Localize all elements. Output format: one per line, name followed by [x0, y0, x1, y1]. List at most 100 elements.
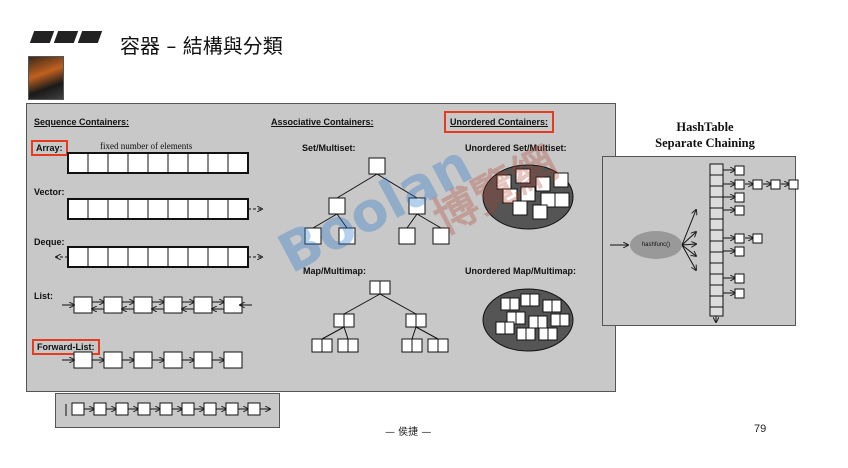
- chain-node: [734, 165, 745, 176]
- map-node-value: [347, 338, 359, 353]
- unordered-map-key: [542, 299, 553, 313]
- hashtable-bucket-array: [709, 163, 724, 317]
- slide-title: 容器 – 結構與分類: [120, 34, 283, 58]
- footer-author: — 侯捷 —: [385, 427, 432, 438]
- tree-edge: [416, 213, 442, 229]
- hashtable-title-line1: HashTable: [676, 120, 734, 134]
- list-node: [133, 296, 153, 314]
- sequence-containers-header: Sequence Containers:: [34, 117, 130, 127]
- forward-list-detail-node: [115, 402, 129, 416]
- set-multiset-label: Set/Multiset:: [302, 143, 356, 153]
- unordered-map-key: [500, 297, 511, 311]
- list-node: [193, 296, 213, 314]
- map-node-key: [401, 338, 413, 353]
- hash-mapping-arrow: [681, 210, 696, 246]
- tree-edge: [336, 173, 378, 199]
- unordered-map-value: [547, 327, 558, 341]
- set-node: [304, 227, 322, 245]
- unordered-map-key: [538, 327, 549, 341]
- list-node: [73, 296, 93, 314]
- map-node-key: [405, 313, 417, 328]
- unordered-map-value: [529, 293, 540, 307]
- chain-node: [734, 233, 745, 244]
- book-cover-thumbnail: [28, 56, 64, 100]
- tree-edge: [376, 173, 418, 199]
- hash-mapping-arrow: [681, 244, 696, 256]
- map-node-value: [437, 338, 449, 353]
- unordered-map-key: [495, 321, 506, 335]
- hashtable-title: HashTable Separate Chaining: [640, 119, 770, 151]
- vector-block: [67, 198, 249, 220]
- forward-list-detail-node: [159, 402, 173, 416]
- map-node-value: [321, 338, 333, 353]
- hashtable-title-line2: Separate Chaining: [655, 136, 755, 150]
- tree-edge: [379, 293, 417, 315]
- unordered-set-element: [515, 168, 531, 184]
- unordered-map-key: [550, 313, 561, 327]
- forward-list-detail-node: [93, 402, 107, 416]
- map-node-key: [311, 338, 323, 353]
- tree-edge: [321, 326, 345, 340]
- chain-node: [770, 179, 781, 190]
- unordered-set-element: [512, 200, 528, 216]
- set-node: [432, 227, 450, 245]
- forward-list-node: [193, 351, 213, 369]
- unordered-map-key: [520, 293, 531, 307]
- array-label: Array:: [31, 140, 68, 156]
- forward-list-detail-node: [181, 402, 195, 416]
- forward-list-label: Forward-List:: [32, 339, 100, 355]
- unordered-map-key: [528, 315, 539, 329]
- hash-mapping-arrow: [681, 232, 696, 246]
- forward-list-node: [103, 351, 123, 369]
- hash-mapping-arrow: [681, 244, 696, 270]
- forward-list-detail-node: [247, 402, 261, 416]
- deque-block: [67, 246, 249, 268]
- tree-edge: [312, 213, 338, 229]
- forward-list-node: [163, 351, 183, 369]
- unordered-map-value: [537, 315, 548, 329]
- unordered-set-label: Unordered Set/Multiset:: [465, 143, 567, 153]
- chain-node: [752, 179, 763, 190]
- unordered-map-value: [515, 311, 526, 325]
- map-node-key: [337, 338, 349, 353]
- hash-mapping-arrow: [681, 244, 696, 245]
- unordered-map-label: Unordered Map/Multimap:: [465, 266, 577, 276]
- list-label: List:: [34, 291, 53, 301]
- array-note: fixed number of elements: [100, 141, 193, 151]
- forward-list-node: [73, 351, 93, 369]
- vector-label: Vector:: [34, 187, 65, 197]
- forward-list-node: [223, 351, 243, 369]
- associative-containers-header: Associative Containers:: [271, 117, 374, 127]
- unordered-map-value: [559, 313, 570, 327]
- chain-node: [734, 246, 745, 257]
- chain-node: [734, 273, 745, 284]
- page-number: 79: [754, 423, 767, 435]
- forward-list-detail-node: [225, 402, 239, 416]
- unordered-set-element: [520, 186, 536, 202]
- map-node-key: [427, 338, 439, 353]
- chain-node: [752, 233, 763, 244]
- tree-edge: [343, 326, 349, 340]
- map-multimap-label: Map/Multimap:: [303, 266, 366, 276]
- forward-list-detail-node: [203, 402, 217, 416]
- map-root-key: [369, 280, 381, 295]
- unordered-map-value: [525, 327, 536, 341]
- forward-list-detail-node: [137, 402, 151, 416]
- array-block: [67, 152, 249, 174]
- unordered-map-key: [516, 327, 527, 341]
- tree-edge: [406, 213, 418, 229]
- chain-node: [734, 192, 745, 203]
- set-node: [338, 227, 356, 245]
- tree-edge: [336, 213, 348, 229]
- tree-edge: [415, 326, 439, 340]
- chain-node: [734, 205, 745, 216]
- unordered-set-element: [535, 176, 551, 192]
- deque-label: Deque:: [34, 237, 65, 247]
- list-node: [163, 296, 183, 314]
- map-node-value: [411, 338, 423, 353]
- map-root-value: [379, 280, 391, 295]
- hashfunc-ellipse: hashfunc(): [630, 231, 682, 259]
- unordered-map-value: [504, 321, 515, 335]
- unordered-set-element: [532, 204, 548, 220]
